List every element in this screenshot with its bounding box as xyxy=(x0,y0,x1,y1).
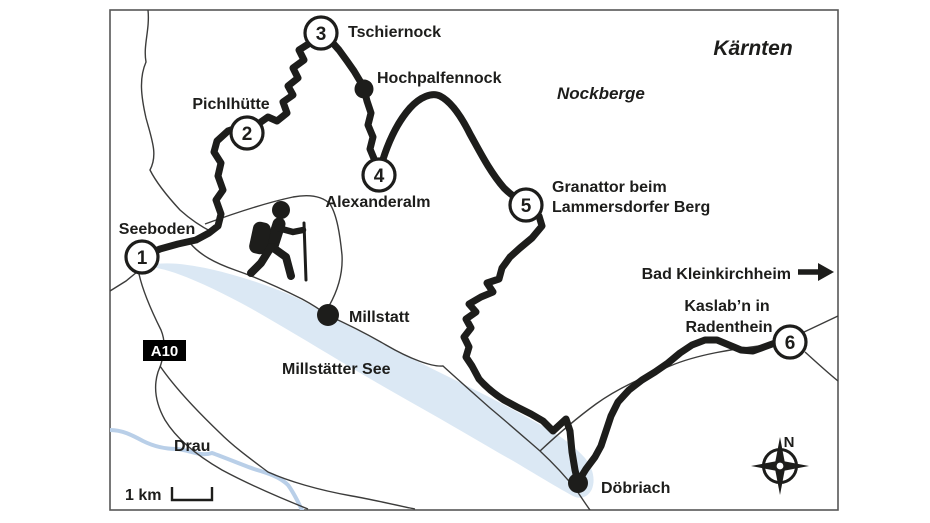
label-alexanderalm: Alexanderalm xyxy=(326,194,431,211)
poi-dot-doebriach xyxy=(568,473,588,493)
hiking-trail xyxy=(138,29,794,486)
label-granattor-line2: Lammersdorfer Berg xyxy=(552,199,710,216)
label-kaslabn-line1: Kaslab’n in xyxy=(684,298,769,315)
station-marker-3: 3 xyxy=(303,15,339,51)
compass-rose-icon: N xyxy=(751,434,809,495)
station-marker-1: 1 xyxy=(124,239,160,275)
label-tschiernock: Tschiernock xyxy=(348,24,441,41)
compass-north-label: N xyxy=(784,434,795,451)
label-seeboden: Seeboden xyxy=(119,221,195,238)
scale-bar: 1 km xyxy=(125,487,214,504)
station-number: 2 xyxy=(242,124,253,145)
road-east-exit-lower xyxy=(804,351,838,382)
hiker-icon xyxy=(247,201,308,282)
station-marker-5: 5 xyxy=(508,187,544,223)
station-number: 1 xyxy=(137,248,148,269)
road-west-exit xyxy=(110,271,138,292)
poi-dot-hochpalfennock xyxy=(354,79,374,99)
label-millstatt: Millstatt xyxy=(349,309,410,326)
station-marker-2: 2 xyxy=(229,115,265,151)
station-marker-6: 6 xyxy=(772,324,808,360)
label-nockberge: Nockberge xyxy=(557,84,645,103)
label-kaslabn-line2: Radenthein xyxy=(685,319,772,336)
label-bad-kleinkirchheim: Bad Kleinkirchheim xyxy=(642,266,791,283)
direction-arrow-icon xyxy=(798,263,834,281)
label-granattor-line1: Granattor beim xyxy=(552,179,667,196)
label-kaernten: Kärnten xyxy=(713,37,792,60)
lake-millstaetter-see xyxy=(146,263,594,498)
road-east-exit-upper xyxy=(801,315,838,334)
label-doebriach: Döbriach xyxy=(601,480,670,497)
label-hochpalfennock: Hochpalfennock xyxy=(377,70,502,87)
station-marker-4: 4 xyxy=(361,157,397,193)
label-pichlhuette: Pichlhütte xyxy=(192,96,269,113)
road-north xyxy=(140,10,213,233)
road-lake-shore xyxy=(189,242,591,510)
station-number: 6 xyxy=(785,333,796,354)
station-number: 5 xyxy=(521,196,532,217)
road-a10-motorway xyxy=(138,273,309,510)
motorway-badge-label: A10 xyxy=(151,343,179,360)
station-number: 4 xyxy=(374,166,385,187)
road-south-valley xyxy=(159,365,416,510)
station-number: 3 xyxy=(316,24,327,45)
poi-dot-millstatt xyxy=(317,304,339,326)
label-drau: Drau xyxy=(174,438,210,455)
label-millstaetter-see: Millstätter See xyxy=(282,361,391,378)
road-seeboden-millstatt xyxy=(204,195,343,314)
motorway-badge-a10: A10 xyxy=(143,340,186,361)
river-drau xyxy=(110,428,304,510)
scale-label: 1 km xyxy=(125,487,161,504)
